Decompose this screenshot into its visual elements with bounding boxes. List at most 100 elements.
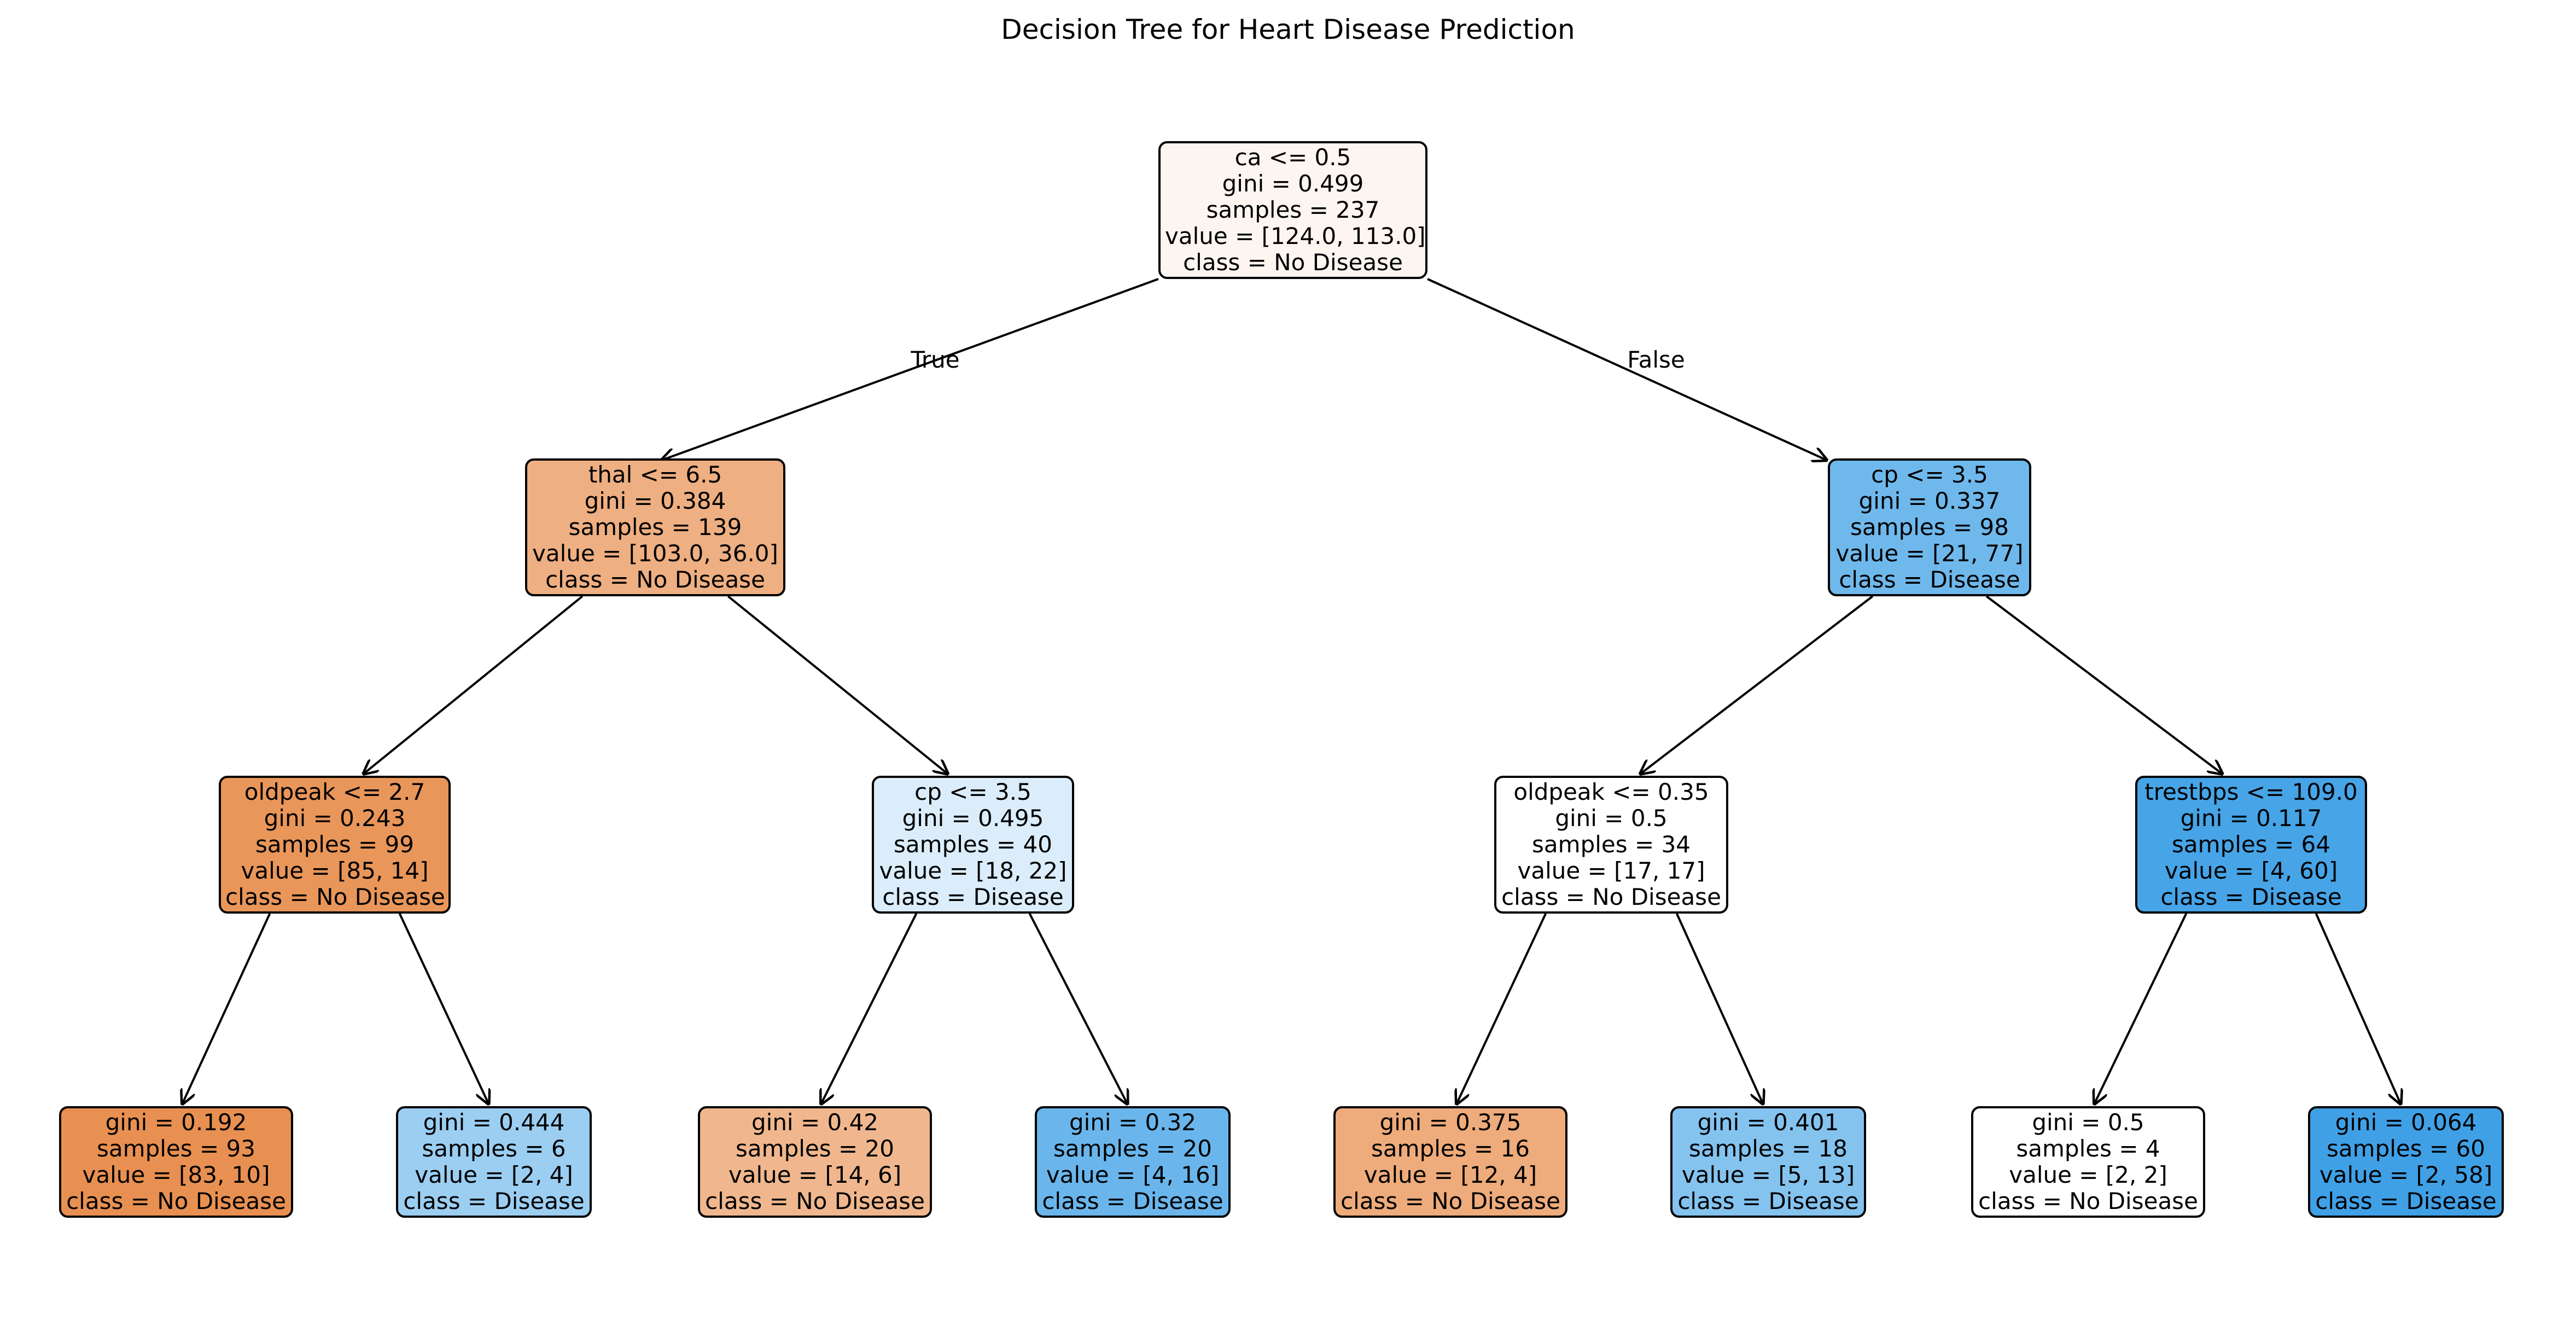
node-split-condition: oldpeak <= 0.35 [1513,778,1709,805]
node-split-condition: trestbps <= 109.0 [2144,778,2358,805]
node-gini: gini = 0.444 [423,1109,565,1136]
node-class: class = Disease [882,884,1064,910]
node-gini: gini = 0.064 [2335,1109,2477,1136]
figure-title: Decision Tree for Heart Disease Predicti… [1001,14,1575,45]
tree-edge [1427,278,1828,461]
tree-edge [1456,913,1547,1105]
node-gini: gini = 0.499 [1222,170,1364,197]
tree-edge [2315,913,2402,1105]
node-split-condition: ca <= 0.5 [1234,144,1351,171]
tree-edge [820,913,918,1105]
node-gini: gini = 0.495 [902,805,1044,832]
node-samples: samples = 99 [255,831,414,858]
branch-label-false: False [1627,346,1685,373]
tree-edge [1639,595,1874,775]
node-value: value = [85, 14] [241,857,429,884]
node-split-condition: thal <= 6.5 [588,461,722,488]
node-gini: gini = 0.401 [1697,1109,1839,1136]
node-class: class = No Disease [1183,249,1403,276]
node-value: value = [2, 4] [415,1161,573,1188]
node-samples: samples = 139 [568,514,742,540]
node-value: value = [124.0, 113.0] [1165,223,1426,249]
node-value: value = [2, 2] [2009,1161,2167,1188]
node-gini: gini = 0.5 [1555,805,1668,832]
node-gini: gini = 0.117 [2180,805,2322,832]
tree-edge [661,278,1159,461]
node-value: value = [18, 22] [879,857,1067,884]
tree-edge [1676,913,1764,1105]
node-gini: gini = 0.337 [1858,487,2001,514]
node-value: value = [14, 6] [728,1161,902,1188]
node-samples: samples = 4 [2016,1135,2160,1162]
node-value: value = [17, 17] [1517,857,1705,884]
node-split-condition: cp <= 3.5 [914,778,1031,805]
node-split-condition: cp <= 3.5 [1871,461,1988,488]
node-class: class = No Disease [705,1188,925,1214]
node-class: class = No Disease [1501,884,1721,910]
tree-edge [182,913,271,1105]
node-class: class = Disease [1677,1188,1859,1214]
tree-edge [1028,913,1128,1105]
node-gini: gini = 0.192 [105,1109,247,1136]
node-samples: samples = 237 [1206,196,1380,223]
node-samples: samples = 20 [736,1135,894,1162]
node-samples: samples = 34 [1532,831,1691,858]
node-class: class = No Disease [66,1188,286,1214]
tree-edge [727,595,948,775]
node-value: value = [21, 77] [1835,540,2024,567]
tree-edge [363,595,583,775]
node-gini: gini = 0.384 [584,487,726,514]
branch-label-true: True [911,346,960,373]
node-gini: gini = 0.243 [264,805,406,832]
node-class: class = Disease [403,1188,585,1214]
node-value: value = [4, 60] [2164,857,2338,884]
node-samples: samples = 18 [1689,1135,1848,1162]
node-value: value = [5, 13] [1681,1161,1855,1188]
node-value: value = [83, 10] [82,1161,270,1188]
node-class: class = No Disease [1341,1188,1560,1214]
node-class: class = No Disease [545,566,765,593]
node-gini: gini = 0.5 [2032,1109,2144,1136]
node-samples: samples = 20 [1053,1135,1212,1162]
node-samples: samples = 98 [1850,514,2009,540]
node-samples: samples = 40 [894,831,1052,858]
node-class: class = Disease [2315,1188,2497,1214]
node-class: class = Disease [2160,884,2342,910]
node-samples: samples = 60 [2327,1135,2485,1162]
node-samples: samples = 16 [1371,1135,1530,1162]
node-gini: gini = 0.375 [1379,1109,1522,1136]
node-split-condition: oldpeak <= 2.7 [244,778,426,805]
tree-edge [2094,913,2188,1105]
node-class: class = Disease [1042,1188,1223,1214]
node-value: value = [103.0, 36.0] [532,540,778,567]
tree-edge [1985,595,2223,775]
node-value: value = [2, 58] [2319,1161,2493,1188]
node-samples: samples = 93 [97,1135,255,1162]
node-gini: gini = 0.42 [751,1109,879,1136]
node-value: value = [12, 4] [1363,1161,1537,1188]
node-class: class = No Disease [225,884,445,910]
node-gini: gini = 0.32 [1069,1109,1197,1136]
node-samples: samples = 64 [2172,831,2330,858]
node-class: class = No Disease [1978,1188,2198,1214]
node-value: value = [4, 16] [1046,1161,1220,1188]
tree-edge [398,913,489,1105]
node-class: class = Disease [1839,566,2020,593]
